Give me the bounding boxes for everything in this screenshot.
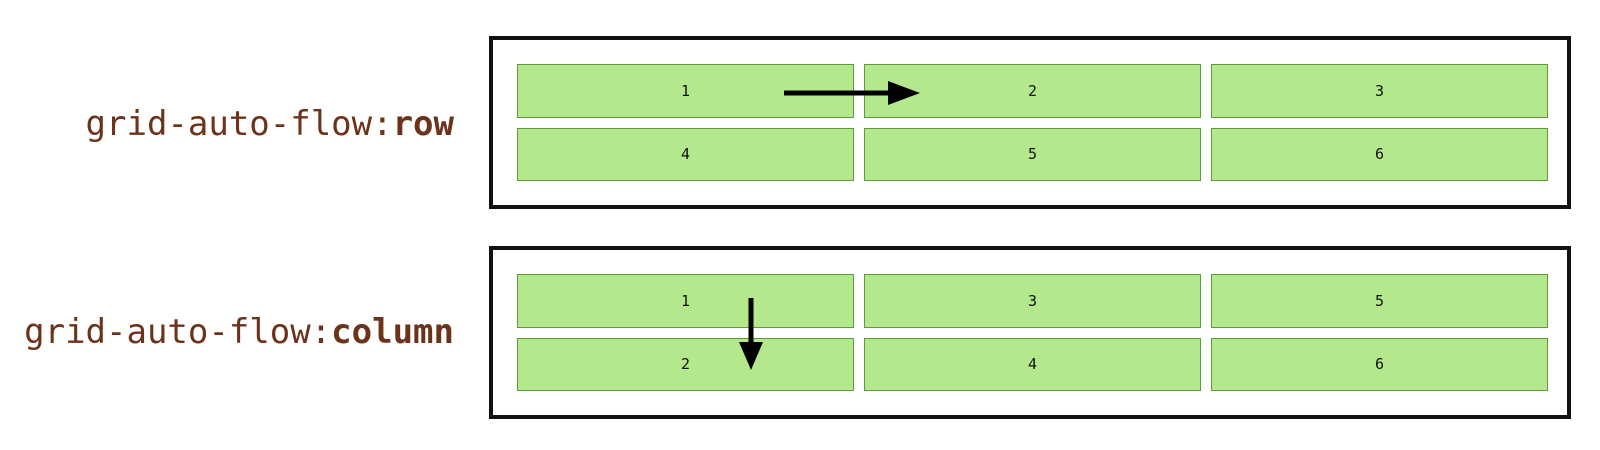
grid-item: 1: [517, 64, 854, 118]
row-flow-label: grid-auto-flow:row: [86, 104, 454, 144]
grid-item: 6: [1211, 127, 1548, 181]
grid-item: 3: [1211, 64, 1548, 118]
grid-item: 5: [1211, 274, 1548, 328]
grid-item: 1: [517, 274, 854, 328]
column-flow-label: grid-auto-flow:column: [24, 312, 454, 352]
grid-item: 2: [864, 64, 1201, 118]
column-flow-grid: 1 2 3 4 5 6: [517, 274, 1548, 391]
column-flow-grid-container: 1 2 3 4 5 6: [489, 246, 1571, 419]
grid-item: 3: [864, 274, 1201, 328]
row-flow-grid-container: 1 2 3 4 5 6: [489, 36, 1571, 209]
column-flow-property: grid-auto-flow:: [24, 312, 332, 352]
row-flow-value: row: [392, 104, 454, 144]
row-flow-property: grid-auto-flow:: [85, 104, 393, 144]
grid-item: 4: [517, 127, 854, 181]
column-flow-value: column: [331, 312, 454, 352]
grid-item: 5: [864, 127, 1201, 181]
row-flow-grid: 1 2 3 4 5 6: [517, 64, 1548, 181]
grid-item: 2: [517, 337, 854, 391]
grid-item: 4: [864, 337, 1201, 391]
grid-item: 6: [1211, 337, 1548, 391]
